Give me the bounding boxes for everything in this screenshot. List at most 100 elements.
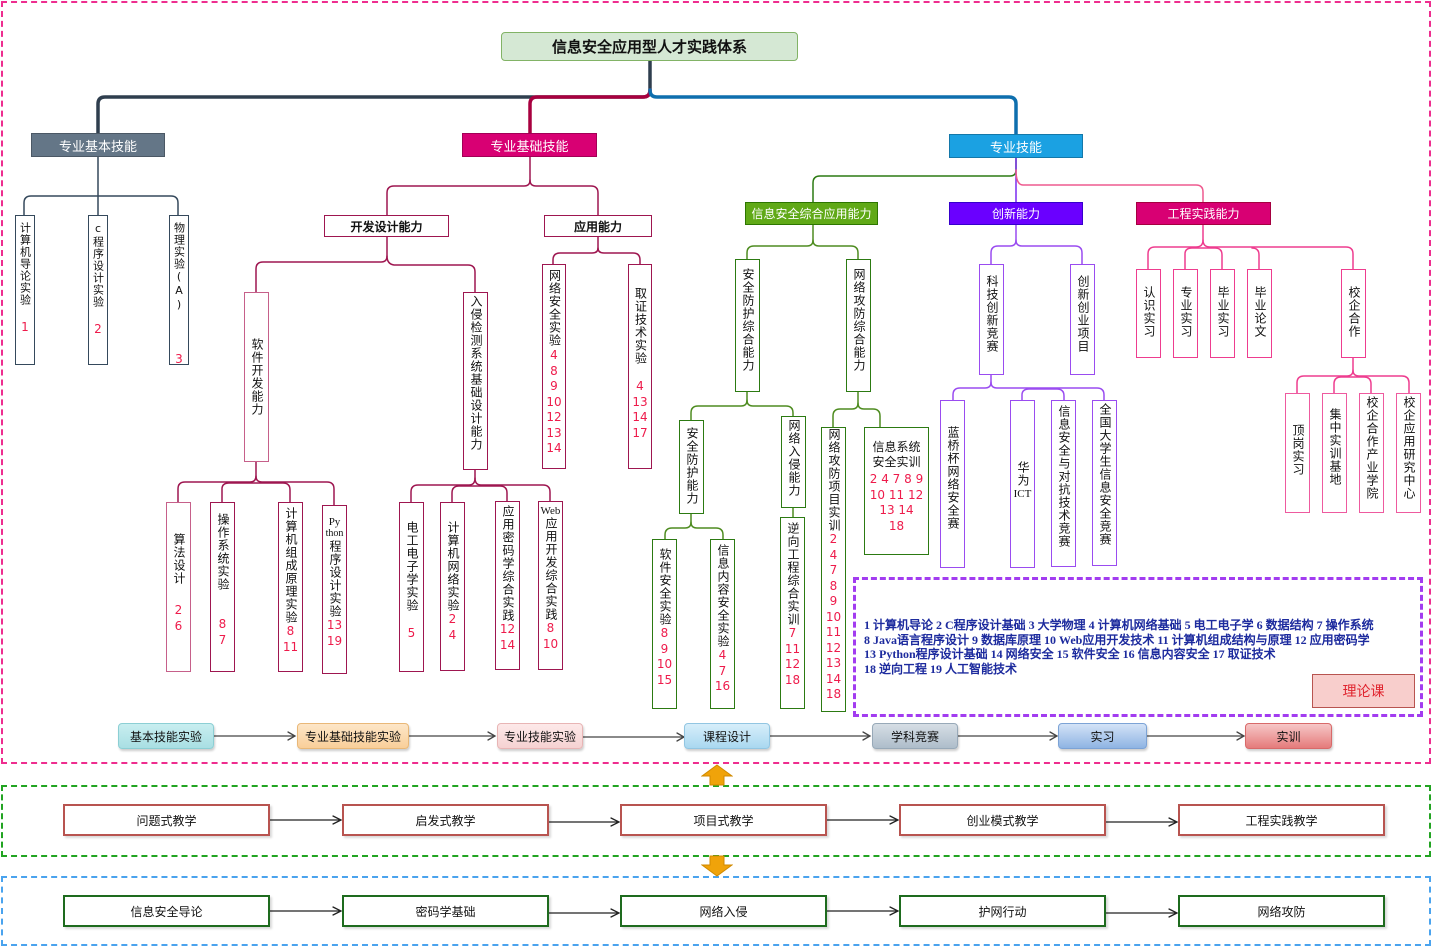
- node-label: 网络入侵能力: [787, 419, 801, 497]
- course-numbers: 13 19: [326, 618, 343, 648]
- node-ids-design: 入侵检测系统基础设计能力: [463, 292, 488, 470]
- theory-course-label: 理论课: [1312, 674, 1415, 708]
- course-infosec-intro: 信息安全导论: [63, 895, 270, 927]
- node-label: 安全防护能力: [685, 427, 699, 505]
- flow-internship: 实习: [1058, 723, 1147, 749]
- course-numbers: 2 4 7 8 9 10 11 12 13 14 18: [869, 472, 924, 533]
- node-professional-internship: 专业实习: [1173, 269, 1198, 358]
- node-label: 华为: [1016, 461, 1030, 487]
- node-research-center: 校企应用研究中心: [1396, 393, 1421, 513]
- node-network-security-lab: 网络安全实验 4 8 9 10 12 13 14: [542, 264, 566, 469]
- teaching-problem-based: 问题式教学: [63, 804, 270, 836]
- node-label: 校企应用研究中心: [1402, 396, 1416, 500]
- node-label-latin: Web: [540, 505, 561, 517]
- course-numbers: 4 13 14 17: [632, 379, 648, 440]
- node-label: 应用密码学综合实践: [501, 505, 515, 622]
- node-label-latin: thon: [325, 528, 344, 539]
- course-network-intrusion: 网络入侵: [620, 895, 827, 927]
- node-label: 网络安全实验: [547, 269, 562, 347]
- practice-system-frame: [1, 1, 1431, 764]
- course-numbers: 7 11 12 18: [784, 626, 801, 687]
- node-crypto-practice: 应用密码学综合实践 12 14: [495, 501, 520, 670]
- teaching-engineering-practice: 工程实践教学: [1178, 804, 1385, 836]
- node-school-enterprise-coop: 校企合作: [1341, 269, 1366, 358]
- node-label: 算法设计: [172, 533, 186, 585]
- node-info-system-security-training: 信息系统安全实训 2 4 7 8 9 10 11 12 13 14 18: [864, 427, 929, 555]
- node-python-lab: Py thon 程序设计实验 13 19: [322, 505, 347, 674]
- node-attack-defense-comprehensive: 网络攻防综合能力: [846, 259, 871, 392]
- branch-foundation-skills: 专业基础技能: [462, 133, 597, 157]
- node-innovation: 创新能力: [949, 202, 1083, 225]
- course-numbers: 8 7: [218, 617, 227, 647]
- teaching-startup-mode: 创业模式教学: [899, 804, 1106, 836]
- legend-frame: [853, 577, 1423, 717]
- course-numbers: 8 9 10 15: [656, 626, 673, 687]
- course-network-protection-action: 护网行动: [899, 895, 1106, 927]
- node-intro-computer-lab: 计算机导论实验 1: [15, 215, 35, 365]
- node-reverse-engineering-training: 逆向工程综合实训 7 11 12 18: [780, 517, 805, 709]
- course-numbers: 2 4: [448, 612, 457, 642]
- node-infosec-adversarial-contest: 信息安全与对抗技术竞赛: [1051, 400, 1076, 567]
- node-label: 物理实验(A): [172, 222, 186, 312]
- node-label: c程序设计实验: [91, 222, 105, 308]
- teaching-heuristic: 启发式教学: [342, 804, 549, 836]
- flow-foundation-skills-lab: 专业基础技能实验: [297, 723, 409, 749]
- node-label: 取证技术实验: [633, 287, 648, 365]
- node-label: 信息安全与对抗技术竞赛: [1057, 405, 1071, 548]
- node-graduation-internship: 毕业实习: [1210, 269, 1235, 358]
- node-label: 网络攻防项目实训: [827, 428, 841, 532]
- node-label: 网络攻防综合能力: [852, 268, 866, 372]
- node-software-dev: 软件开发能力: [244, 292, 269, 462]
- node-label: 信息内容安全实验: [716, 544, 730, 648]
- course-numbers: 4 8 9 10 12 13 14: [546, 348, 562, 455]
- node-label: 应用开发综合实践: [544, 517, 558, 621]
- node-algorithm-design: 算法设计 2 6: [166, 502, 191, 672]
- branch-basic-skills: 专业基本技能: [31, 133, 165, 157]
- legend-line: 8 Java语言程序设计 9 数据库原理 10 Web应用开发技术 11 计算机…: [864, 632, 1370, 647]
- node-national-infosec-contest: 全国大学生信息安全竞赛: [1092, 400, 1117, 566]
- node-post-internship: 顶岗实习: [1285, 393, 1310, 513]
- node-engineering-practice: 工程实践能力: [1136, 202, 1271, 225]
- node-label-latin: ICT: [1013, 488, 1032, 500]
- node-label: 毕业论文: [1253, 286, 1267, 338]
- node-intrusion-ability: 网络入侵能力: [781, 416, 806, 508]
- branch-professional-skills: 专业技能: [949, 134, 1083, 158]
- node-label: 信息系统安全实训: [872, 440, 921, 469]
- node-label: 电工电子学实验: [405, 521, 419, 612]
- node-label: 计算机组成原理实验: [284, 507, 298, 624]
- node-label: 计算机导论实验: [18, 222, 32, 306]
- arrow-down-icon: [701, 855, 733, 877]
- flow-training: 实训: [1245, 723, 1332, 749]
- node-label: 毕业实习: [1216, 286, 1230, 338]
- legend-line: 18 逆向工程 19 人工智能技术: [864, 661, 1018, 676]
- course-cryptography-basics: 密码学基础: [342, 895, 549, 927]
- diagram-title: 信息安全应用型人才实践体系: [501, 32, 798, 61]
- node-web-practice: Web 应用开发综合实践 8 10: [538, 501, 563, 670]
- node-label: 软件开发能力: [250, 338, 264, 416]
- node-forensics-lab: 取证技术实验 4 13 14 17: [628, 264, 652, 469]
- node-label: 计算机网络实验: [446, 521, 460, 612]
- course-numbers: 4 7 16: [714, 648, 731, 693]
- flow-basic-skills-lab: 基本技能实验: [118, 723, 214, 749]
- node-label: 操作系统实验: [216, 513, 230, 591]
- node-network-lab: 计算机网络实验 2 4: [440, 502, 465, 671]
- node-c-programming-lab: c程序设计实验 2: [88, 215, 108, 365]
- node-label: 专业实习: [1179, 286, 1193, 338]
- course-legend: 1 计算机导论 2 C程序设计基础 3 大学物理 4 计算机网络基础 5 电工电…: [864, 618, 1419, 676]
- node-label: 校企合作: [1347, 286, 1361, 338]
- node-content-security-lab: 信息内容安全实验 4 7 16: [710, 539, 735, 709]
- course-network-attack-defense: 网络攻防: [1178, 895, 1385, 927]
- node-computer-organization-lab: 计算机组成原理实验 8 11: [278, 502, 303, 672]
- node-label: 认识实习: [1142, 286, 1156, 338]
- course-numbers: 2 6: [174, 603, 183, 633]
- course-numbers: 12 14: [499, 622, 516, 652]
- node-application: 应用能力: [544, 215, 652, 237]
- node-label: 创新创业项目: [1076, 275, 1090, 353]
- node-software-security-lab: 软件安全实验 8 9 10 15: [652, 539, 677, 709]
- flow-subject-competition: 学科竞赛: [872, 723, 958, 749]
- node-protection-comprehensive: 安全防护综合能力: [735, 259, 760, 392]
- node-graduation-thesis: 毕业论文: [1247, 269, 1272, 358]
- node-label: 全国大学生信息安全竞赛: [1098, 403, 1112, 546]
- course-numbers: 8 11: [282, 624, 299, 654]
- node-dev-design: 开发设计能力: [324, 215, 449, 237]
